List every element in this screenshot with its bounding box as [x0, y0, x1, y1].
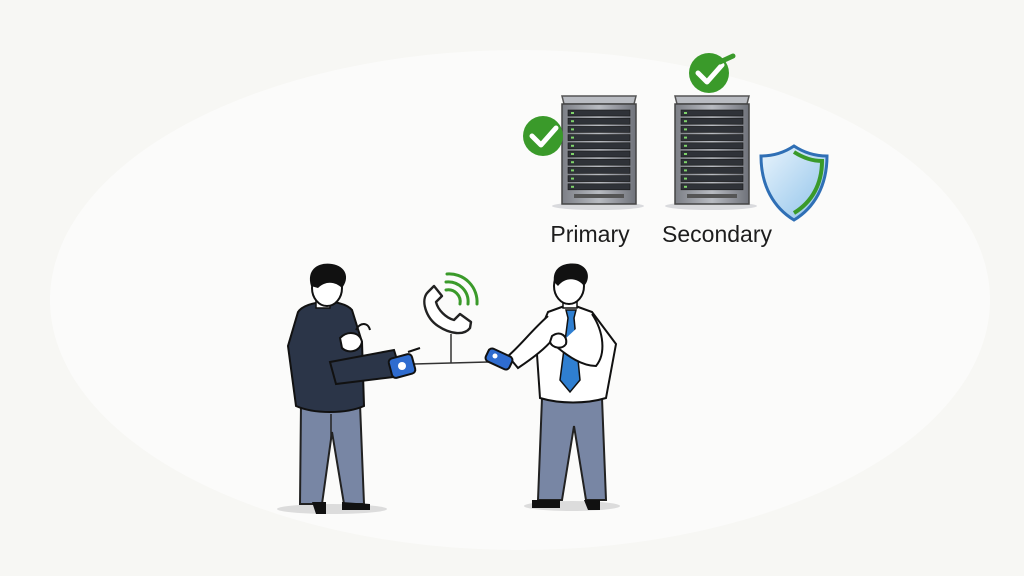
drive-led [684, 120, 687, 123]
drive-slot [567, 150, 631, 158]
person-right [484, 263, 620, 511]
drive-led [571, 112, 574, 114]
drive-slot [567, 142, 631, 150]
drive-slot [680, 175, 744, 182]
drive-slot [680, 142, 744, 150]
drive-led [571, 136, 574, 139]
drive-led [684, 185, 687, 188]
green-check-icon [523, 116, 563, 156]
drive-slot [680, 158, 744, 166]
secondary-server-label: Secondary [662, 221, 772, 247]
drive-slot [567, 167, 631, 174]
drive-led [571, 120, 574, 123]
person-left [277, 263, 421, 514]
drive-slot [567, 109, 631, 117]
drive-slot [680, 134, 744, 141]
drive-slot [680, 126, 744, 133]
drive-slot [680, 117, 744, 125]
connection-line [413, 334, 489, 365]
drive-led [571, 128, 574, 131]
primary-server-label: Primary [550, 221, 630, 247]
handheld-device-icon [484, 347, 514, 371]
drive-led [684, 169, 687, 172]
drive-slot [680, 150, 744, 158]
drive-led [571, 169, 574, 172]
drive-led [571, 185, 574, 188]
drive-led [684, 128, 687, 131]
drive-led [684, 153, 687, 155]
drive-slot [567, 175, 631, 182]
drive-led [684, 161, 687, 164]
drive-led [571, 177, 574, 180]
drive-slot [567, 117, 631, 125]
primary-server [552, 95, 644, 210]
drive-slot [567, 126, 631, 133]
shield-icon [759, 144, 829, 222]
drive-led [571, 153, 574, 155]
green-check-icon [689, 53, 736, 93]
drive-led [684, 177, 687, 180]
drive-led [684, 112, 687, 114]
drive-slot [567, 158, 631, 166]
phone-call-icon [423, 272, 479, 335]
drive-led [571, 144, 574, 147]
secondary-server [665, 95, 757, 210]
drive-led [684, 144, 687, 147]
background-glow [50, 50, 990, 550]
drive-slot [567, 183, 631, 191]
handheld-device-icon [387, 347, 421, 379]
drive-led [684, 136, 687, 139]
drive-slot [567, 134, 631, 141]
drive-led [571, 161, 574, 164]
drive-slot [680, 109, 744, 117]
drive-slot [680, 167, 744, 174]
drive-slot [680, 183, 744, 191]
